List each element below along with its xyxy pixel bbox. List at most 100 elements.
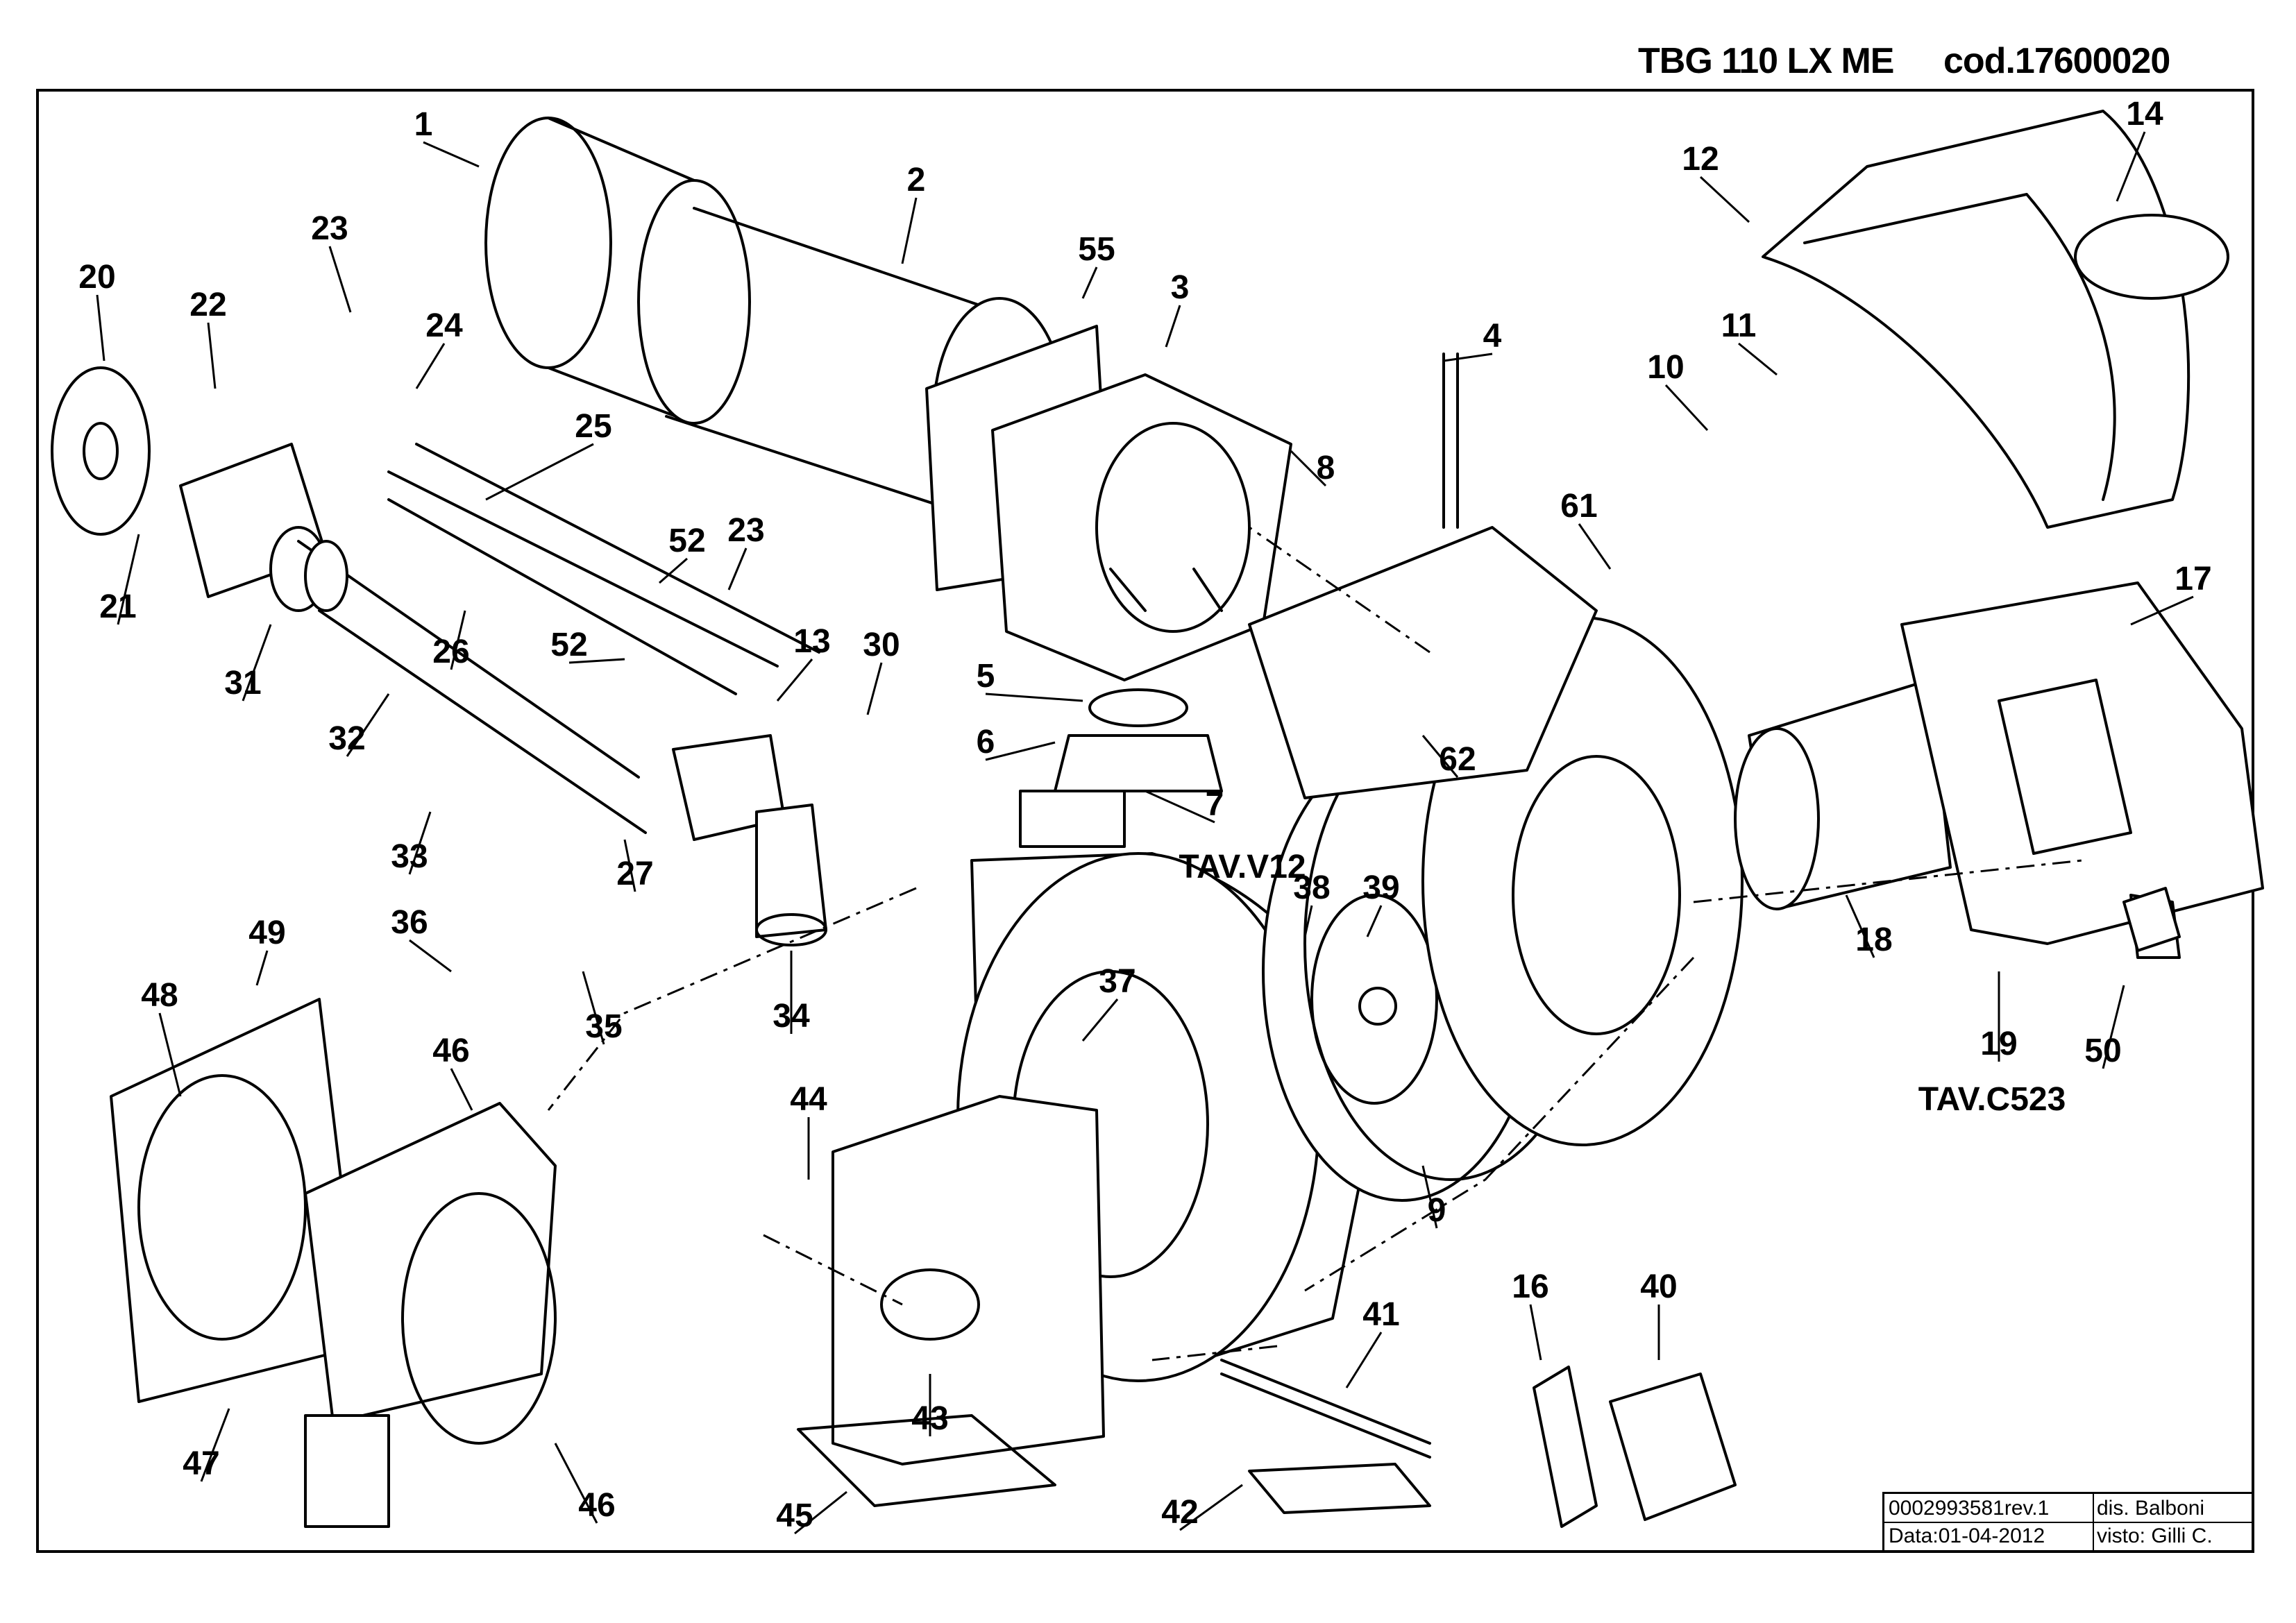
drawing-date: Data:01-04-2012 xyxy=(1889,1524,2045,1547)
callout-leader xyxy=(1845,894,1875,958)
callout-leader xyxy=(1303,905,1313,937)
revision-code: 0002993581rev.1 xyxy=(1889,1497,2050,1520)
callout-leader xyxy=(1443,352,1493,362)
callout-number: 21 xyxy=(99,588,136,625)
callout-number: 10 xyxy=(1647,349,1684,386)
callout-leader xyxy=(659,557,688,584)
nozzle-line xyxy=(297,443,820,834)
callout-leader xyxy=(1081,266,1098,299)
callout-leader xyxy=(408,811,432,875)
callout-leader xyxy=(1345,1332,1383,1388)
callout-number: 13 xyxy=(793,623,830,660)
callout-number: 6 xyxy=(977,724,995,760)
callout-number: 33 xyxy=(391,838,428,875)
callout-number: 36 xyxy=(391,904,428,941)
callout-leader xyxy=(1529,1304,1542,1361)
callout-leader xyxy=(1081,999,1119,1042)
callout-leader xyxy=(623,839,636,892)
callout-leader xyxy=(1421,735,1459,778)
servomotor xyxy=(1533,1366,1737,1528)
electrode-holder xyxy=(51,366,328,612)
callout-number: 17 xyxy=(2175,561,2211,597)
callout-leader xyxy=(2102,985,2125,1069)
callout-leader xyxy=(901,197,918,264)
callout-number: 55 xyxy=(1078,231,1115,268)
callout-leader xyxy=(409,939,452,973)
motor-flange xyxy=(1248,526,1952,1146)
callout-leader xyxy=(255,950,269,986)
callout-number: 49 xyxy=(248,915,285,951)
callout-leader xyxy=(1421,1165,1438,1229)
callout-number: 14 xyxy=(2126,96,2163,133)
callout-number: 18 xyxy=(1855,921,1892,958)
callout-number: 52 xyxy=(550,627,587,663)
callout-leader xyxy=(1145,790,1215,824)
callout-leader xyxy=(158,1012,182,1097)
callout-number: 8 xyxy=(1317,450,1335,486)
table-reference: TAV.C523 xyxy=(1918,1081,2066,1118)
callout-leader xyxy=(242,624,272,702)
callout-number: 40 xyxy=(1640,1268,1677,1305)
callout-number: 38 xyxy=(1293,869,1330,906)
callout-number: 1 xyxy=(414,106,433,143)
callout-leader xyxy=(1578,523,1612,570)
callout-leader xyxy=(1664,384,1709,432)
checked-by: visto: Gilli C. xyxy=(2097,1524,2213,1547)
callout-number: 12 xyxy=(1682,141,1719,178)
callout-leader xyxy=(346,693,390,757)
callout-number: 7 xyxy=(1206,786,1224,823)
callout-number: 11 xyxy=(1721,307,1757,344)
terminal xyxy=(2122,887,2181,952)
drawn-by: dis. Balboni xyxy=(2097,1497,2205,1520)
callout-leader xyxy=(1179,1484,1243,1531)
callout-number: 20 xyxy=(78,259,115,296)
callout-number: 34 xyxy=(773,998,810,1035)
callout-number: 39 xyxy=(1362,869,1399,906)
callout-number: 30 xyxy=(863,627,900,663)
callout-number: 24 xyxy=(425,307,463,344)
callout-number: 19 xyxy=(1980,1026,2017,1062)
callout-leader xyxy=(985,692,1083,702)
callout-number: 48 xyxy=(141,977,178,1014)
callout-leader xyxy=(96,294,105,362)
cover-plate xyxy=(1220,1359,1431,1514)
cover xyxy=(1762,110,2229,529)
callout-number: 2 xyxy=(907,162,926,198)
callout-number: 42 xyxy=(1161,1494,1198,1531)
front-plate xyxy=(797,1095,1105,1507)
callout-leader xyxy=(485,443,594,501)
callout-number: 16 xyxy=(1512,1268,1548,1305)
callout-number: 4 xyxy=(1483,318,1502,355)
callout-leader xyxy=(200,1408,230,1482)
callout-number: 25 xyxy=(575,408,611,445)
callout-number: 23 xyxy=(311,210,348,247)
control-panel xyxy=(1900,581,2264,959)
callout-leader xyxy=(450,1068,473,1111)
callout-leader xyxy=(554,1443,598,1524)
callout-number: 62 xyxy=(1439,741,1476,778)
callout-leader xyxy=(1738,342,1778,376)
callout-leader xyxy=(985,741,1056,761)
callout-leader xyxy=(207,322,217,389)
callout-leader xyxy=(727,547,748,590)
callout-leader xyxy=(2116,131,2146,202)
title-block-divider xyxy=(2093,1494,2094,1552)
callout-leader xyxy=(1290,450,1327,487)
callout-leader xyxy=(423,141,480,168)
model-name: TBG 110 LX ME xyxy=(1638,41,1894,81)
callout-number: 61 xyxy=(1560,488,1597,525)
callout-leader xyxy=(450,610,466,670)
callout-number: 41 xyxy=(1362,1296,1399,1333)
table-reference: TAV.V12 xyxy=(1179,849,1306,885)
gasket-plate xyxy=(110,998,362,1403)
callout-number: 27 xyxy=(616,856,653,892)
callout-number: 9 xyxy=(1428,1192,1446,1229)
callout-leader xyxy=(1699,176,1750,223)
callout-leader xyxy=(568,658,625,664)
callout-number: 23 xyxy=(727,512,764,549)
callout-leader xyxy=(2130,595,2194,626)
callout-leader xyxy=(794,1490,847,1535)
callout-leader xyxy=(582,971,605,1045)
rod xyxy=(1442,352,1459,529)
